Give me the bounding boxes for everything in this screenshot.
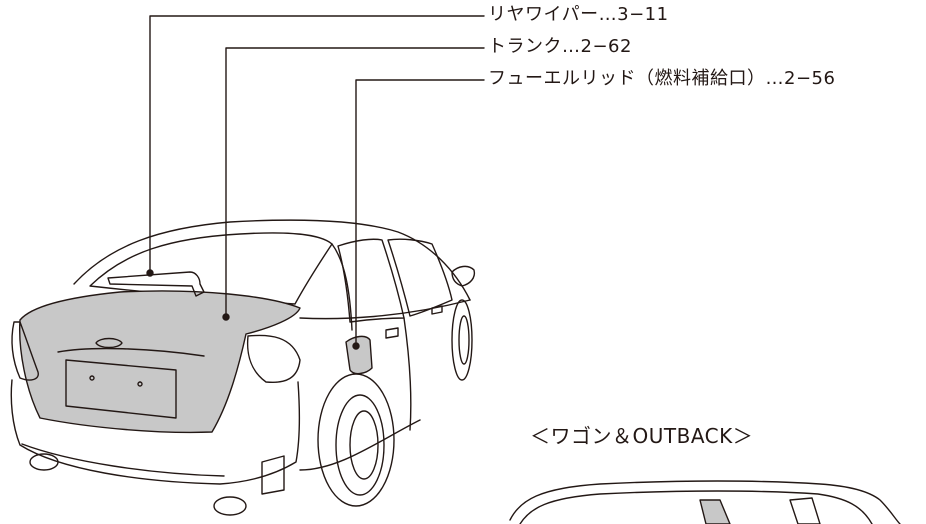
side-window-front [387, 238, 453, 317]
side-body-line [299, 299, 471, 320]
trunk-emblem [95, 337, 123, 349]
tail-lamp-right [246, 334, 301, 384]
fuel-lid-outline [345, 335, 373, 375]
bumper-reflector [261, 455, 285, 495]
door-mirror [451, 265, 476, 287]
rear-bumper [10, 379, 301, 485]
exhaust-right [213, 496, 247, 516]
door-handle-rear [385, 327, 399, 339]
rear-wiper-arm [107, 271, 205, 297]
wagon-roofrail [519, 490, 873, 524]
roof-outline [73, 219, 471, 301]
callout-fuel-lid: フューエルリッド（燃料補給口）…2−56 [488, 68, 836, 89]
rear-rim [349, 410, 379, 480]
tail-lamp-left [11, 321, 39, 381]
trunk-garnish [57, 347, 205, 357]
side-window-rear [337, 238, 405, 323]
front-tire [451, 299, 473, 381]
callout-trunk: トランク…2−62 [488, 36, 632, 57]
wagon-window [789, 497, 821, 524]
door-line [403, 317, 412, 431]
wagon-pillar [699, 499, 731, 524]
wagon-roof [509, 480, 901, 524]
rear-tire [335, 394, 385, 496]
callout-rear-wiper: リヤワイパー…3−11 [488, 4, 669, 25]
leader-trunk [225, 47, 485, 315]
door-handle-front [431, 305, 443, 315]
leader-rear-wiper [149, 15, 485, 271]
license-plate-recess [65, 359, 177, 419]
exhaust-left [29, 453, 59, 471]
trunk-lid [18, 290, 301, 434]
leader-fuel-lid [355, 79, 485, 343]
rocker [299, 419, 421, 471]
wagon-heading: ＜ワゴン＆OUTBACK＞ [530, 424, 754, 448]
front-rim [458, 315, 470, 365]
bumper-lower [21, 443, 225, 477]
